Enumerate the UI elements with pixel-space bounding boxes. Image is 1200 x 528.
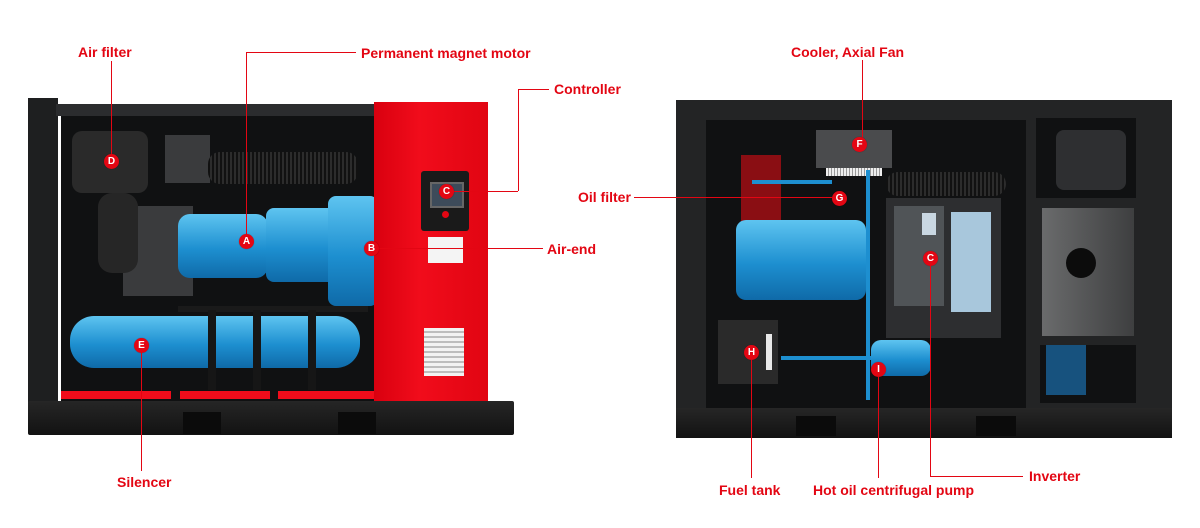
right-base bbox=[676, 408, 1172, 438]
intake-hose bbox=[208, 152, 358, 184]
roots-blower bbox=[736, 220, 866, 300]
vent-grill bbox=[424, 328, 464, 376]
label-oil-filter: Oil filter bbox=[578, 189, 631, 205]
leader-controller-top bbox=[518, 89, 549, 90]
floor-strip-3 bbox=[278, 391, 374, 399]
forklift-slot-1 bbox=[183, 412, 221, 434]
frame-bar-2 bbox=[253, 310, 261, 390]
left-compressor-image bbox=[28, 96, 518, 436]
label-air-end: Air-end bbox=[547, 241, 596, 257]
intake-box bbox=[165, 135, 210, 183]
lower-blue-part bbox=[1046, 345, 1086, 395]
label-air-filter: Air filter bbox=[78, 44, 132, 60]
label-fuel-tank: Fuel tank bbox=[719, 482, 781, 498]
label-controller: Controller bbox=[554, 81, 621, 97]
marker-c-left: C bbox=[439, 184, 454, 199]
leader-pump bbox=[878, 377, 879, 478]
label-hot-oil-centrifugal-pump: Hot oil centrifugal pump bbox=[813, 482, 974, 498]
marker-f: F bbox=[852, 137, 867, 152]
left-base bbox=[28, 401, 514, 435]
leader-motor-h bbox=[246, 52, 356, 53]
left-frame-post bbox=[28, 98, 58, 408]
label-inverter: Inverter bbox=[1029, 468, 1081, 484]
marker-e: E bbox=[134, 338, 149, 353]
leader-silencer bbox=[141, 353, 142, 471]
marker-a: A bbox=[239, 234, 254, 249]
leader-controller-v bbox=[518, 89, 519, 191]
leader-air-filter bbox=[111, 61, 112, 159]
leader-inverter-h bbox=[930, 476, 1023, 477]
leader-oil-filter bbox=[634, 197, 832, 198]
leader-fuel-tank bbox=[751, 360, 752, 478]
emergency-stop bbox=[442, 211, 449, 218]
forklift-slot-2 bbox=[338, 412, 376, 434]
left-frame-top bbox=[56, 104, 374, 116]
label-permanent-magnet-motor: Permanent magnet motor bbox=[361, 45, 531, 61]
leader-cooler bbox=[862, 60, 863, 140]
marker-b: B bbox=[364, 241, 379, 256]
leader-inverter-v bbox=[930, 266, 931, 476]
controller-screen bbox=[430, 182, 464, 208]
contactor-panel bbox=[951, 212, 991, 312]
intake-elbow bbox=[98, 193, 138, 273]
fuel-sight-glass bbox=[766, 334, 772, 370]
marker-d: D bbox=[104, 154, 119, 169]
spec-plate bbox=[428, 237, 463, 263]
leader-controller-bottom bbox=[452, 191, 518, 192]
forklift-slot-3 bbox=[796, 416, 836, 436]
marker-i: I bbox=[871, 362, 886, 377]
pipe-horizontal bbox=[752, 180, 832, 184]
leader-motor-v bbox=[246, 52, 247, 238]
marker-h: H bbox=[744, 345, 759, 360]
pipe-vertical bbox=[866, 170, 870, 400]
marker-c-right: C bbox=[923, 251, 938, 266]
right-hose bbox=[886, 172, 1006, 196]
marker-g: G bbox=[832, 191, 847, 206]
floor-strip-1 bbox=[61, 391, 171, 399]
leader-air-end bbox=[376, 248, 543, 249]
label-cooler-axial-fan: Cooler, Axial Fan bbox=[791, 44, 905, 60]
pump-pipe bbox=[781, 356, 871, 360]
air-filter-right bbox=[1056, 130, 1126, 190]
cooler-fins bbox=[826, 168, 882, 176]
frame-bar-3 bbox=[308, 310, 316, 390]
frame-bar-1 bbox=[208, 310, 216, 390]
duct-opening bbox=[1066, 248, 1096, 278]
floor-strip-2 bbox=[180, 391, 270, 399]
right-compressor-image bbox=[676, 100, 1172, 440]
motor-coupling bbox=[266, 208, 336, 282]
motor-support-frame bbox=[178, 306, 368, 312]
label-silencer: Silencer bbox=[117, 474, 172, 490]
inverter-display bbox=[922, 213, 936, 235]
motor-body bbox=[178, 214, 268, 278]
forklift-slot-4 bbox=[976, 416, 1016, 436]
